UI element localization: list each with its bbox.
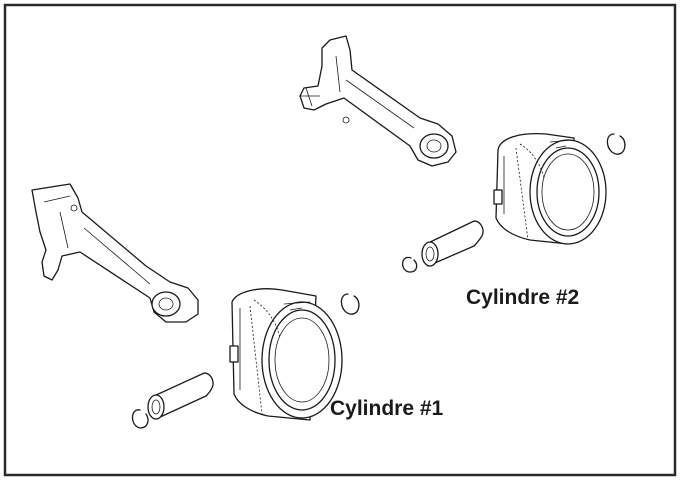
circlip-2-inner: [401, 256, 418, 273]
cylinder-1-label: Cylindre #1: [330, 397, 444, 420]
circlip-1-inner: [131, 409, 149, 429]
circlip-2-outer: [606, 133, 626, 155]
piston-pin-1: [147, 372, 214, 420]
figure-frame: [3, 3, 677, 477]
connecting-rod-1: [31, 183, 199, 323]
circlip-1-outer: [340, 293, 360, 315]
connecting-rod-2: [299, 35, 457, 167]
piston-2: [493, 132, 607, 245]
piston-1: [229, 288, 343, 421]
piston-pin-2: [421, 220, 484, 267]
cylinder-2-label: Cylindre #2: [466, 286, 580, 309]
